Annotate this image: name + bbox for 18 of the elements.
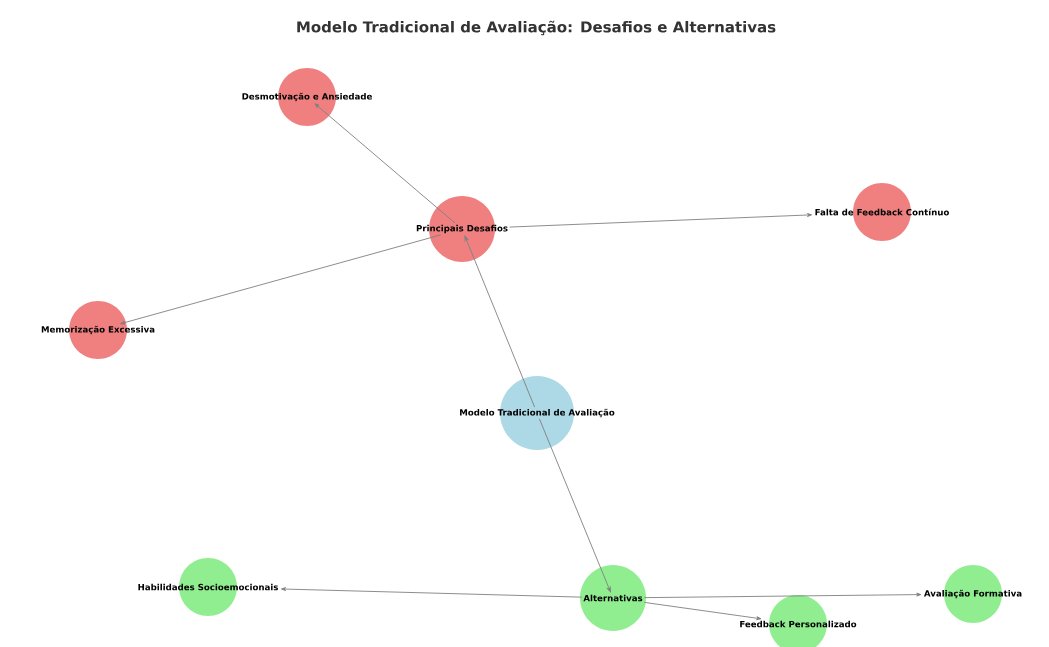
arrow	[120, 234, 442, 325]
title: Modelo Tradicional de Avaliação: Desafios e Alternativas	[297, 20, 776, 36]
circle-node: Habilidades Socioemocionais	[138, 558, 278, 616]
circle-node: Avaliação Formativa	[923, 565, 1022, 623]
arrow	[643, 592, 922, 599]
arrow	[464, 235, 536, 408]
circle-node: Desmotivação e Ansiedade	[242, 68, 372, 126]
arrow	[509, 213, 813, 228]
circle-node: Principais Desafios	[416, 196, 508, 262]
arrow	[314, 103, 456, 224]
circle-node: Feedback Personalizado	[740, 595, 857, 647]
circle-node: Memorização Excessiva	[41, 301, 155, 359]
arrow	[643, 601, 762, 621]
circle-node: Falta de Feedback Contínuo	[815, 183, 949, 241]
circle-node: Alternativas	[580, 565, 646, 631]
arrow	[538, 418, 611, 593]
arrow	[281, 587, 583, 598]
circle-node: Modelo Tradicional de Avaliação	[460, 376, 615, 450]
